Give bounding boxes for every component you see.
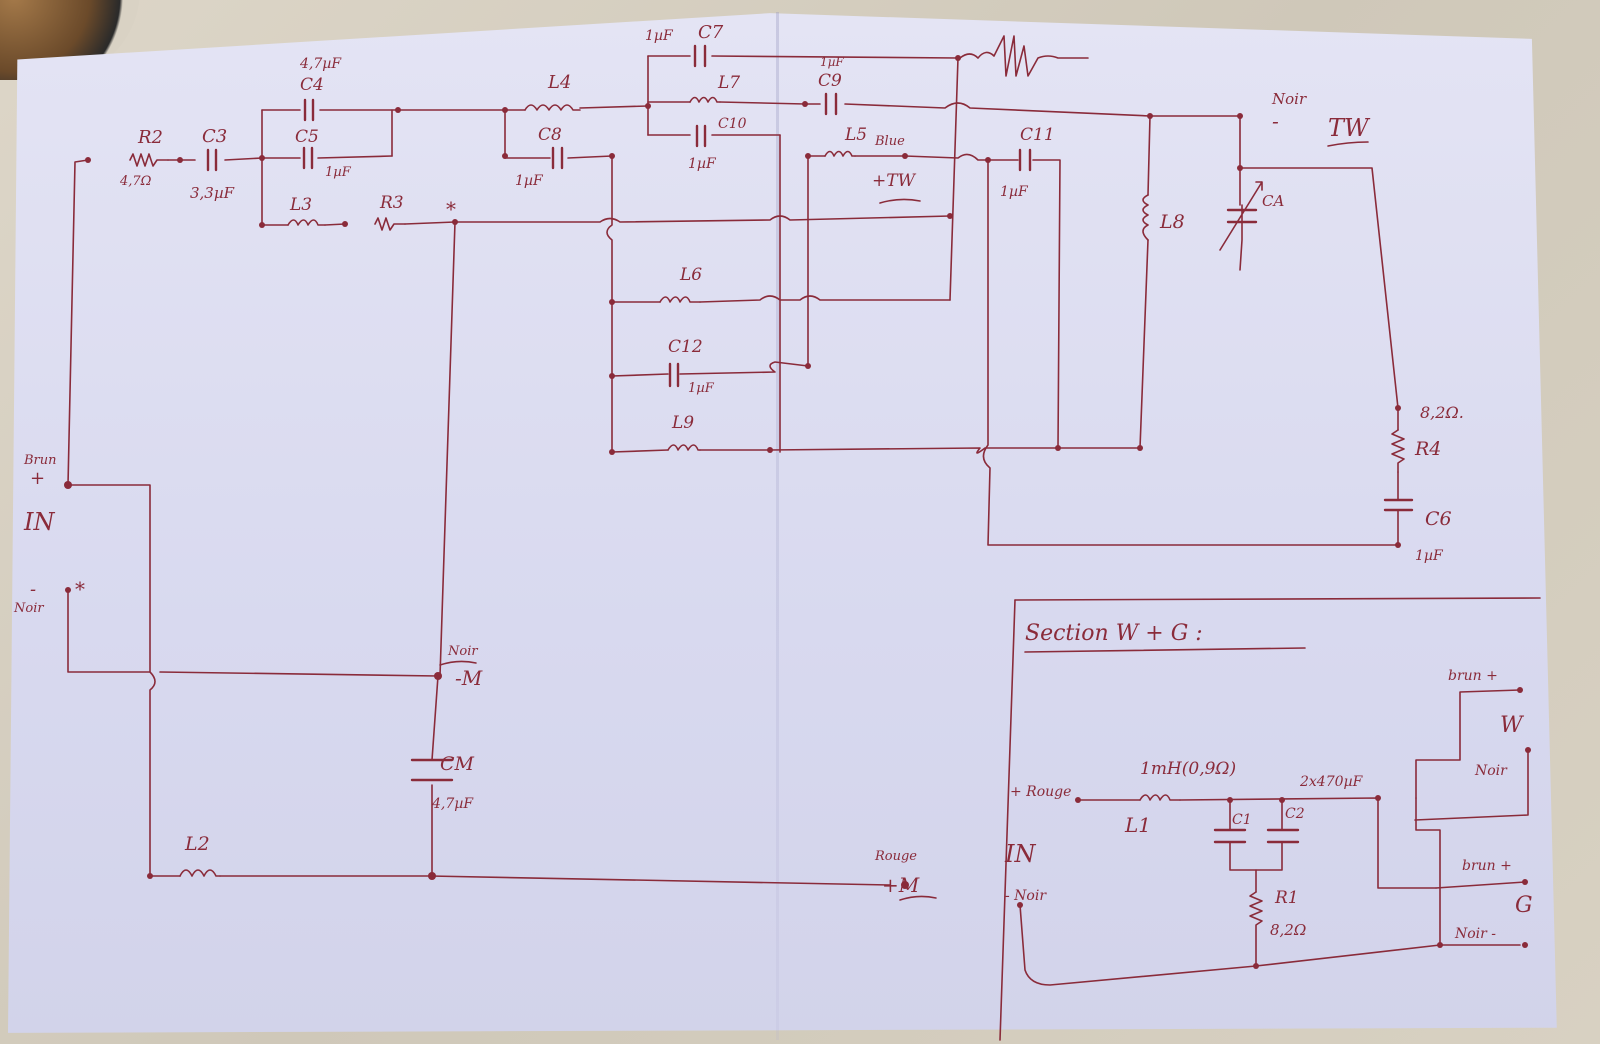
label-CA: CA: [1262, 192, 1284, 210]
in-minus-color: Noir: [13, 601, 44, 616]
asterisk-marker: *: [446, 197, 456, 221]
label-C7-value: 1µF: [645, 28, 674, 44]
in-color: Brun: [23, 453, 57, 468]
label-C4: C4: [300, 75, 324, 95]
wires: [67, 55, 1401, 886]
label-L9: L9: [671, 413, 694, 433]
section-R1-value: 8,2Ω: [1270, 921, 1306, 939]
label-R3: R3: [379, 193, 404, 213]
underline-scribble: [879, 198, 921, 204]
component-symbols: [129, 35, 1414, 877]
label-C8: C8: [538, 125, 562, 145]
label-C10-value: 1µF: [688, 156, 717, 172]
label-C5: C5: [295, 127, 319, 147]
tw-noir-label: Noir: [1271, 90, 1307, 108]
w-label: W: [1500, 713, 1525, 738]
section-L1: L1: [1124, 813, 1151, 837]
label-C11-value: 1µF: [1000, 184, 1029, 200]
label-L4: L4: [547, 72, 571, 93]
underline-scribble: [439, 660, 477, 666]
label-C9: C9: [818, 71, 842, 91]
label-C5-value: 1µF: [325, 165, 352, 180]
section-L1-value: 1mH(0,9Ω): [1140, 759, 1236, 779]
g-plus-label: brun +: [1462, 858, 1512, 874]
label-L7: L7: [717, 73, 740, 93]
label-L2: L2: [184, 833, 210, 855]
label-C11: C11: [1020, 125, 1055, 145]
label-C3: C3: [202, 126, 227, 147]
tw-plus-color: Blue: [874, 134, 905, 149]
label-L5: L5: [844, 125, 867, 145]
m-minus-color: Noir: [447, 644, 478, 659]
terminal-labels: Noir - TW Blue +TW Brun + IN - Noir Noir…: [13, 90, 1371, 897]
label-C3-value: 3,3µF: [190, 184, 235, 202]
tw-minus-label: -: [1272, 109, 1279, 133]
section-C2: C2: [1285, 806, 1305, 822]
m-plus-color: Rouge: [874, 849, 917, 864]
junction-dots: [64, 55, 1401, 889]
label-R2-value: 4,7Ω: [119, 174, 152, 189]
section-caps-value: 2x470µF: [1299, 774, 1364, 790]
section-in-plus: + Rouge: [1010, 784, 1071, 800]
tw-label: TW: [1328, 114, 1371, 142]
underline-scribble: [899, 895, 937, 901]
in-label: IN: [23, 508, 55, 536]
paper-fold: [776, 12, 779, 1040]
label-C12-value: 1µF: [688, 381, 715, 396]
m-minus-label: -M: [455, 666, 483, 690]
in-minus: -: [30, 579, 36, 600]
tw-plus-label: +TW: [872, 171, 917, 191]
underline-scribble: [1327, 141, 1369, 147]
paper-sheet: [8, 13, 1557, 1033]
label-C6-value: 1µF: [1415, 548, 1444, 564]
label-C7: C7: [698, 22, 724, 43]
label-C4-value: 4,7µF: [299, 56, 342, 72]
label-C8-value: 1µF: [515, 173, 544, 189]
asterisk-marker: *: [75, 577, 85, 601]
g-minus-label: Noir -: [1454, 926, 1496, 942]
label-C10: C10: [718, 116, 747, 132]
label-R4: R4: [1414, 438, 1441, 460]
g-label: G: [1515, 893, 1533, 918]
section-R1: R1: [1274, 888, 1299, 908]
in-plus: +: [30, 468, 45, 489]
label-L8: L8: [1159, 211, 1185, 233]
section-C1: C1: [1232, 812, 1252, 828]
m-plus-label: +M: [882, 873, 920, 897]
label-C9-value: 1µF: [820, 55, 844, 69]
label-C6: C6: [1425, 508, 1452, 530]
section-title: Section W + G :: [1025, 621, 1203, 646]
label-CM-value: 4,7µF: [431, 796, 474, 812]
label-R2: R2: [137, 127, 163, 148]
section-in-minus: - Noir: [1005, 888, 1047, 904]
label-CM: CM: [440, 753, 475, 775]
label-C12: C12: [668, 337, 703, 357]
section-in-label: IN: [1004, 840, 1036, 868]
label-L3: L3: [289, 195, 312, 215]
label-R4-value: 8,2Ω.: [1420, 403, 1464, 422]
w-plus-label: brun +: [1448, 668, 1498, 684]
component-labels: R2 4,7Ω C3 3,3µF 4,7µF C4 C5 1µF L3 R3 L…: [119, 22, 1464, 855]
section-w-g: Section W + G : + Rouge IN - Noir 1mH(0,…: [999, 597, 1541, 1041]
w-minus-label: Noir: [1474, 763, 1508, 779]
label-L6: L6: [679, 265, 702, 285]
